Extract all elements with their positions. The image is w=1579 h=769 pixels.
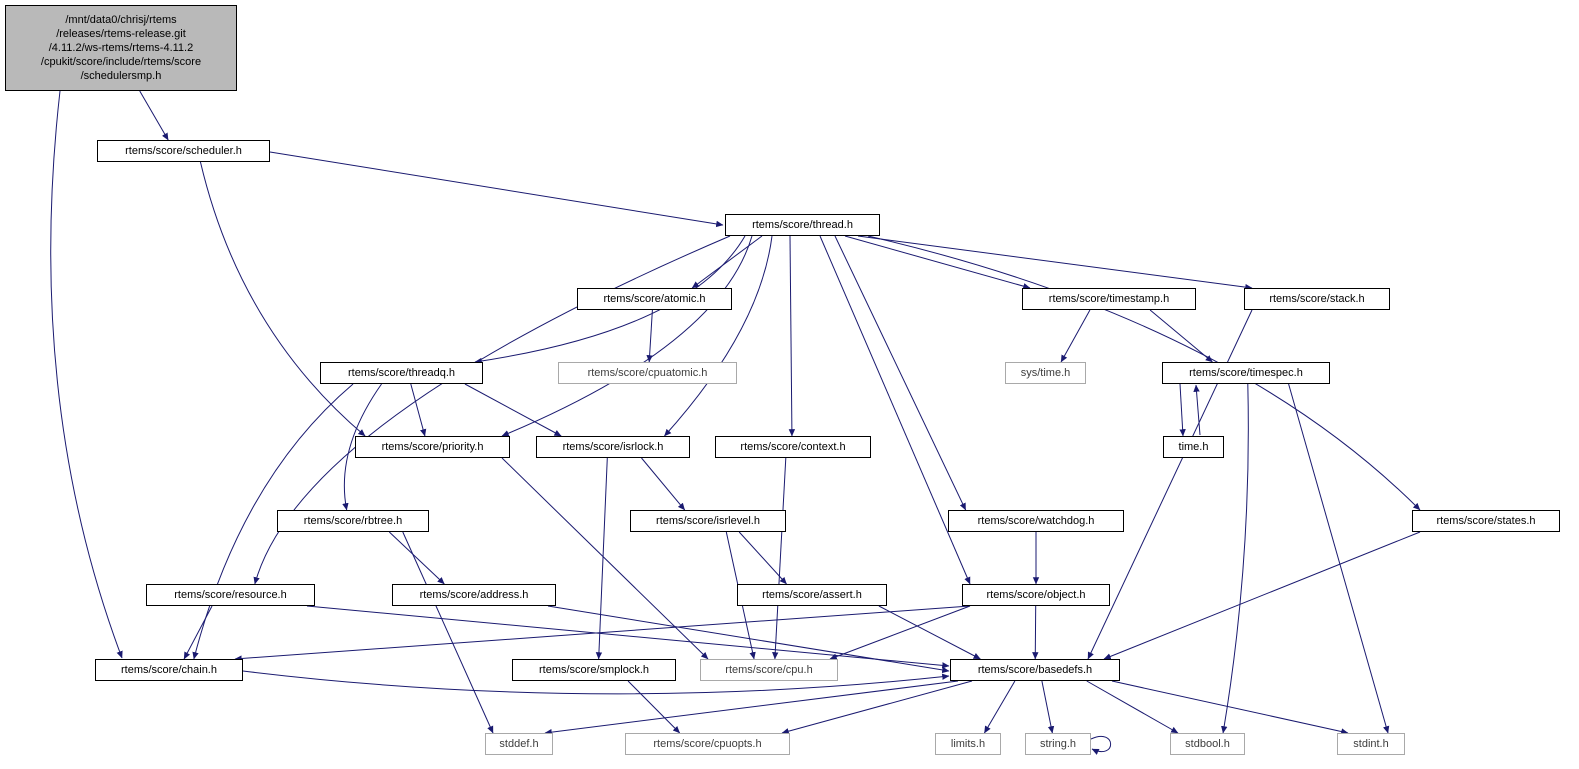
graph-node-string: string.h: [1025, 733, 1091, 755]
graph-node-stdint: stdint.h: [1337, 733, 1405, 755]
include-edge-atomic-to-cpuatomic: [646, 309, 653, 363]
include-edge-thread-to-context: [788, 235, 796, 437]
include-edge-object-to-chain: [234, 605, 971, 662]
include-edge-timestamp-to-timespec: [1149, 309, 1213, 363]
graph-node-root[interactable]: /mnt/data0/chrisj/rtems /releases/rtems-…: [5, 5, 237, 91]
include-edge-basedefs-to-stddef: [544, 680, 959, 736]
include-edge-object-to-cpu: [829, 605, 971, 660]
graph-node-watchdog[interactable]: rtems/score/watchdog.h: [948, 510, 1124, 532]
include-edge-scheduler-to-priority: [199, 161, 366, 437]
graph-node-scheduler[interactable]: rtems/score/scheduler.h: [97, 140, 270, 162]
include-edge-assert-to-basedefs: [878, 605, 981, 660]
graph-node-stddef: stddef.h: [485, 733, 553, 755]
graph-node-systime: sys/time.h: [1005, 362, 1086, 384]
graph-node-cpuatomic: rtems/score/cpuatomic.h: [558, 362, 737, 384]
graph-node-address[interactable]: rtems/score/address.h: [392, 584, 556, 606]
include-edge-thread-to-priority: [501, 235, 753, 437]
include-edge-context-to-cpu: [772, 457, 787, 660]
include-edge-thread-to-timestamp: [844, 235, 1031, 290]
graph-node-stdbool: stdbool.h: [1170, 733, 1245, 755]
graph-node-isrlock[interactable]: rtems/score/isrlock.h: [536, 436, 690, 458]
include-edge-chain-to-basedefs: [242, 670, 950, 695]
include-edge-basedefs-to-stdbool: [1086, 680, 1179, 734]
graph-node-cpu: rtems/score/cpu.h: [700, 659, 838, 681]
include-edge-basedefs-to-string: [1041, 680, 1055, 734]
include-edge-smplock-to-cpuopts: [627, 680, 681, 734]
graph-node-chain[interactable]: rtems/score/chain.h: [95, 659, 243, 681]
include-edge-string-to-string: [1090, 736, 1112, 755]
graph-node-stack[interactable]: rtems/score/stack.h: [1244, 288, 1390, 310]
include-edge-threadq-to-chain: [192, 383, 354, 660]
include-edge-time-to-timespec: [1193, 384, 1201, 436]
graph-node-object[interactable]: rtems/score/object.h: [962, 584, 1110, 606]
include-edge-thread-to-states: [867, 235, 1421, 511]
include-edge-root-to-scheduler: [139, 90, 169, 141]
graph-node-timestamp[interactable]: rtems/score/timestamp.h: [1022, 288, 1196, 310]
include-edge-scheduler-to-thread: [269, 151, 724, 228]
include-edge-thread-to-isrlock: [664, 235, 773, 437]
graph-node-time[interactable]: time.h: [1163, 436, 1224, 458]
graph-node-assert[interactable]: rtems/score/assert.h: [737, 584, 887, 606]
include-edge-timestamp-to-systime: [1060, 309, 1091, 363]
include-edge-thread-to-resource: [253, 235, 731, 585]
include-edge-address-to-basedefs: [547, 605, 950, 674]
graph-node-rbtree[interactable]: rtems/score/rbtree.h: [277, 510, 429, 532]
include-edge-resource-to-chain: [183, 605, 213, 660]
graph-node-basedefs[interactable]: rtems/score/basedefs.h: [950, 659, 1120, 681]
include-edge-states-to-basedefs: [1103, 531, 1421, 660]
graph-node-resource[interactable]: rtems/score/resource.h: [146, 584, 315, 606]
graph-node-isrlevel[interactable]: rtems/score/isrlevel.h: [630, 510, 786, 532]
include-edge-rbtree-to-stddef: [402, 531, 494, 734]
graph-node-priority[interactable]: rtems/score/priority.h: [355, 436, 510, 458]
include-edge-basedefs-to-stdint: [1111, 680, 1349, 735]
include-edge-rbtree-to-address: [388, 531, 445, 585]
include-edge-timespec-to-stdint: [1288, 383, 1390, 734]
include-edge-thread-to-threadq: [474, 235, 746, 365]
include-edge-threadq-to-priority: [410, 383, 427, 437]
include-edge-isrlevel-to-assert: [738, 531, 787, 585]
include-edge-basedefs-to-limits: [983, 680, 1016, 734]
graph-node-threadq[interactable]: rtems/score/threadq.h: [320, 362, 483, 384]
graph-node-atomic[interactable]: rtems/score/atomic.h: [577, 288, 732, 310]
graph-node-limits: limits.h: [935, 733, 1001, 755]
include-edge-basedefs-to-cpuopts: [781, 680, 973, 735]
graph-node-states[interactable]: rtems/score/states.h: [1412, 510, 1560, 532]
include-edge-root-to-chain: [50, 90, 123, 659]
include-edge-isrlock-to-isrlevel: [641, 457, 686, 511]
graph-node-cpuopts: rtems/score/cpuopts.h: [625, 733, 790, 755]
include-edge-thread-to-stack: [857, 235, 1253, 291]
include-edge-isrlock-to-smplock: [595, 457, 608, 660]
include-edge-timespec-to-stdbool: [1221, 383, 1249, 734]
include-edge-threadq-to-isrlock: [464, 383, 562, 437]
include-edge-thread-to-object: [819, 235, 971, 585]
include-edge-resource-to-basedefs: [306, 605, 950, 669]
graph-node-timespec[interactable]: rtems/score/timespec.h: [1162, 362, 1330, 384]
include-edge-timespec-to-time: [1179, 383, 1186, 437]
include-edge-priority-to-cpu: [501, 457, 709, 660]
include-edge-thread-to-watchdog: [834, 235, 967, 511]
graph-node-context[interactable]: rtems/score/context.h: [715, 436, 871, 458]
graph-node-smplock[interactable]: rtems/score/smplock.h: [512, 659, 676, 681]
include-edge-thread-to-atomic: [691, 235, 763, 289]
include-edge-threadq-to-rbtree: [342, 383, 382, 511]
graph-node-thread[interactable]: rtems/score/thread.h: [725, 214, 880, 236]
